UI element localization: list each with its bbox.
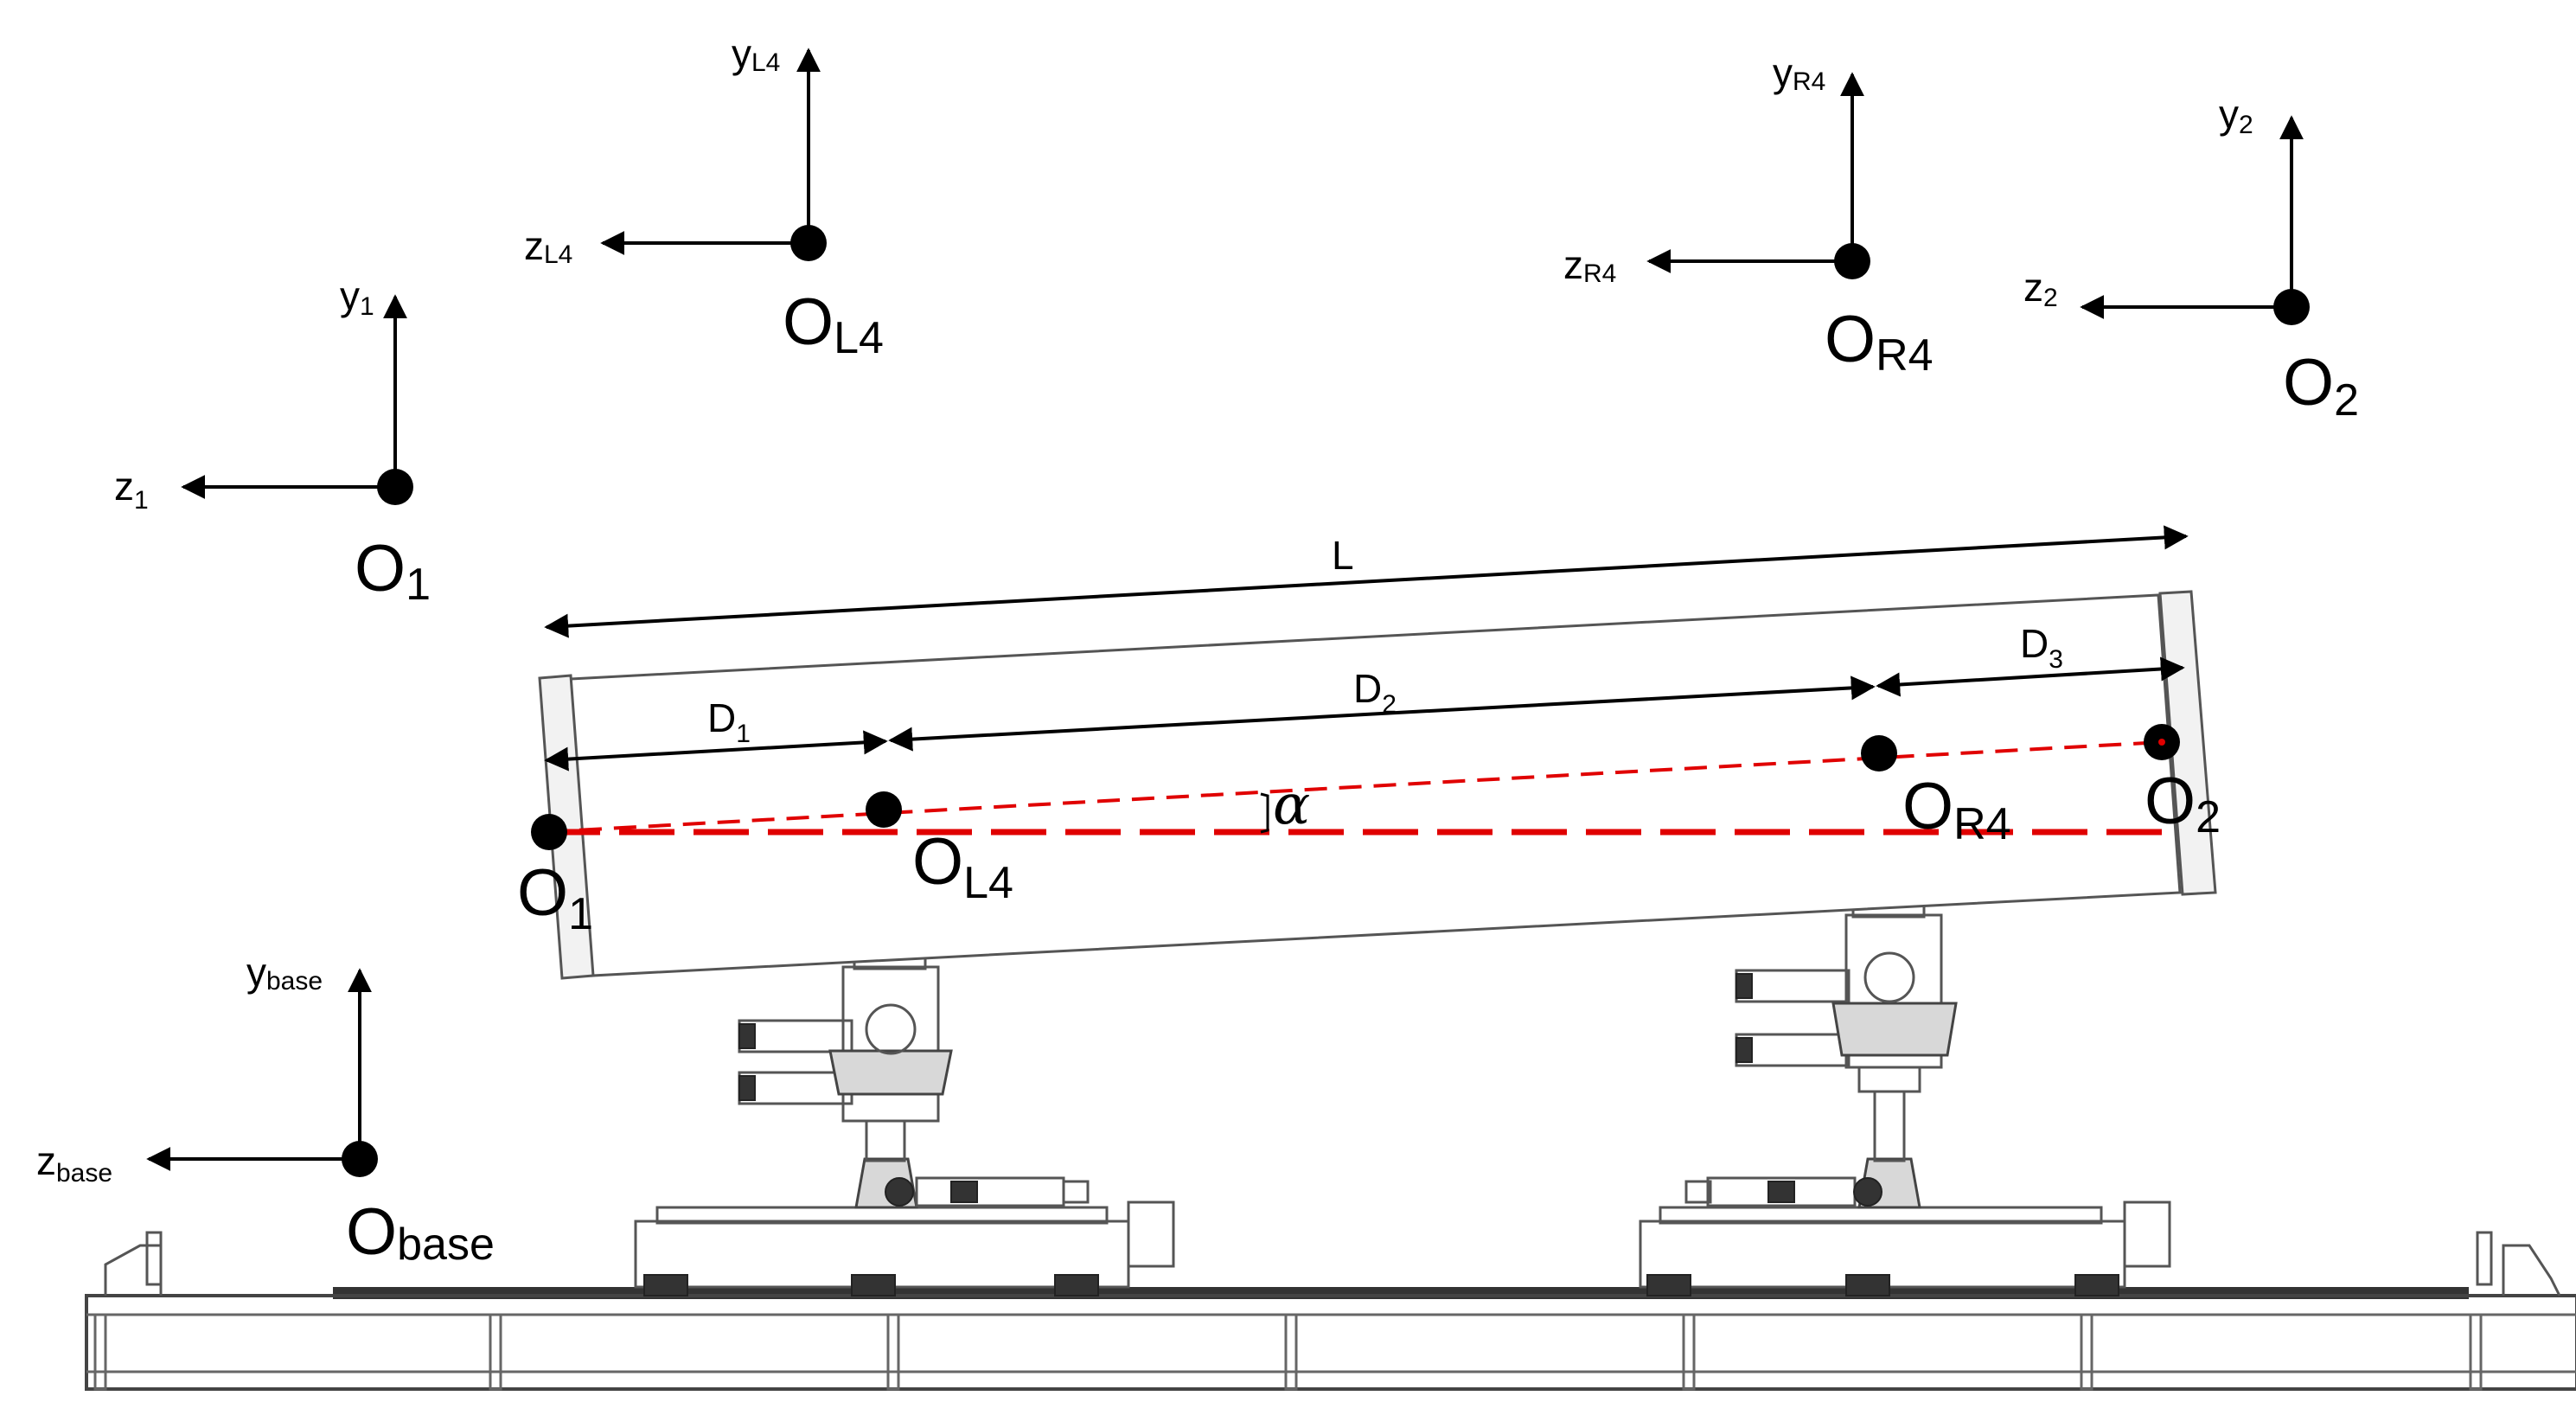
frame-2: y2 z2 O2 xyxy=(2023,92,2359,426)
right-gear-ring xyxy=(1831,1002,1958,1057)
dim-D2-label: D2 xyxy=(1353,666,1397,719)
right-horizontal-actuator xyxy=(1684,1176,1882,1207)
angle-alpha-label: α xyxy=(1273,773,1310,837)
point-O1-dot xyxy=(531,814,567,850)
dim-D1-label: D1 xyxy=(707,695,751,748)
right-carriage-foot-2 xyxy=(1845,1274,1890,1297)
point-OR4-label: OR4 xyxy=(1902,770,2011,849)
left-vertical-actuators xyxy=(738,1019,853,1105)
dim-D2-line xyxy=(888,675,1876,752)
right-column xyxy=(1873,1090,1906,1162)
point-OL4-label: OL4 xyxy=(912,825,1013,908)
left-head-knob xyxy=(865,1003,917,1055)
left-horizontal-actuator xyxy=(885,1176,1090,1207)
frame-L4-z-label: zL4 xyxy=(524,223,572,269)
frame-2-y-label: y2 xyxy=(2219,92,2253,139)
left-carriage-foot-2 xyxy=(851,1274,896,1297)
dim-D3-line xyxy=(1876,656,2185,697)
point-O2-center xyxy=(2158,739,2165,746)
frame-2-origin-label: O2 xyxy=(2283,346,2359,426)
right-positioner xyxy=(1639,853,2171,1297)
right-vertical-actuators xyxy=(1735,969,1851,1067)
frame-base-origin-label: Obase xyxy=(346,1195,495,1270)
rail-frame xyxy=(85,1294,2576,1391)
rail-end-stop-left xyxy=(104,1231,163,1296)
dim-D3-label: D3 xyxy=(2020,621,2063,674)
frame-R4: yR4 zR4 OR4 xyxy=(1563,50,1934,381)
right-collar xyxy=(1857,1066,1921,1093)
left-side-block xyxy=(1127,1201,1175,1268)
frame-R4-origin-label: OR4 xyxy=(1825,303,1934,381)
rail-ribs xyxy=(93,1313,2483,1391)
dim-L-label: L xyxy=(1332,533,1354,578)
point-O2-label: O2 xyxy=(2145,765,2221,842)
dimensions: L D1 D2 D3 xyxy=(544,525,2189,772)
frame-1-origin-dot xyxy=(377,469,413,505)
frame-1: y1 z1 O1 xyxy=(114,273,431,610)
left-column xyxy=(865,1119,906,1162)
rail-end-stop-right xyxy=(2476,1231,2561,1297)
beam-points: O1 OL4 OR4 O2 xyxy=(517,724,2221,939)
frame-L4-origin-dot xyxy=(790,225,827,261)
dim-D1-line xyxy=(544,730,888,772)
point-O1-label: O1 xyxy=(517,856,593,939)
right-carriage-foot-3 xyxy=(2074,1274,2119,1297)
frame-base-origin-dot xyxy=(342,1141,378,1177)
right-head-knob xyxy=(1863,951,1915,1003)
frame-R4-z-label: zR4 xyxy=(1563,242,1616,288)
frame-L4-origin-label: OL4 xyxy=(783,285,884,363)
point-OL4-dot xyxy=(866,791,902,828)
frame-L4: yL4 zL4 OL4 xyxy=(524,31,884,363)
frame-1-origin-label: O1 xyxy=(355,532,431,610)
frame-R4-origin-dot xyxy=(1834,243,1870,279)
frame-2-origin-dot xyxy=(2273,289,2310,325)
frame-1-y-label: y1 xyxy=(340,273,374,321)
frame-base: ybase zbase Obase xyxy=(36,950,495,1270)
frame-base-z-label: zbase xyxy=(36,1138,112,1188)
angle-bracket xyxy=(1260,792,1269,834)
right-carriage-foot-1 xyxy=(1646,1274,1691,1297)
left-carriage-foot-3 xyxy=(1054,1274,1099,1297)
frame-base-y-label: ybase xyxy=(246,950,323,996)
left-carriage-foot-1 xyxy=(643,1274,688,1297)
left-gear-ring xyxy=(828,1049,953,1096)
dim-L-line xyxy=(544,525,2189,638)
left-head-body xyxy=(841,965,940,1123)
frame-2-z-label: z2 xyxy=(2023,265,2058,312)
frame-R4-y-label: yR4 xyxy=(1773,50,1825,96)
frame-L4-y-label: yL4 xyxy=(732,31,780,77)
right-side-block xyxy=(2123,1201,2171,1268)
point-OR4-dot xyxy=(1861,735,1897,772)
frame-1-z-label: z1 xyxy=(114,464,149,515)
